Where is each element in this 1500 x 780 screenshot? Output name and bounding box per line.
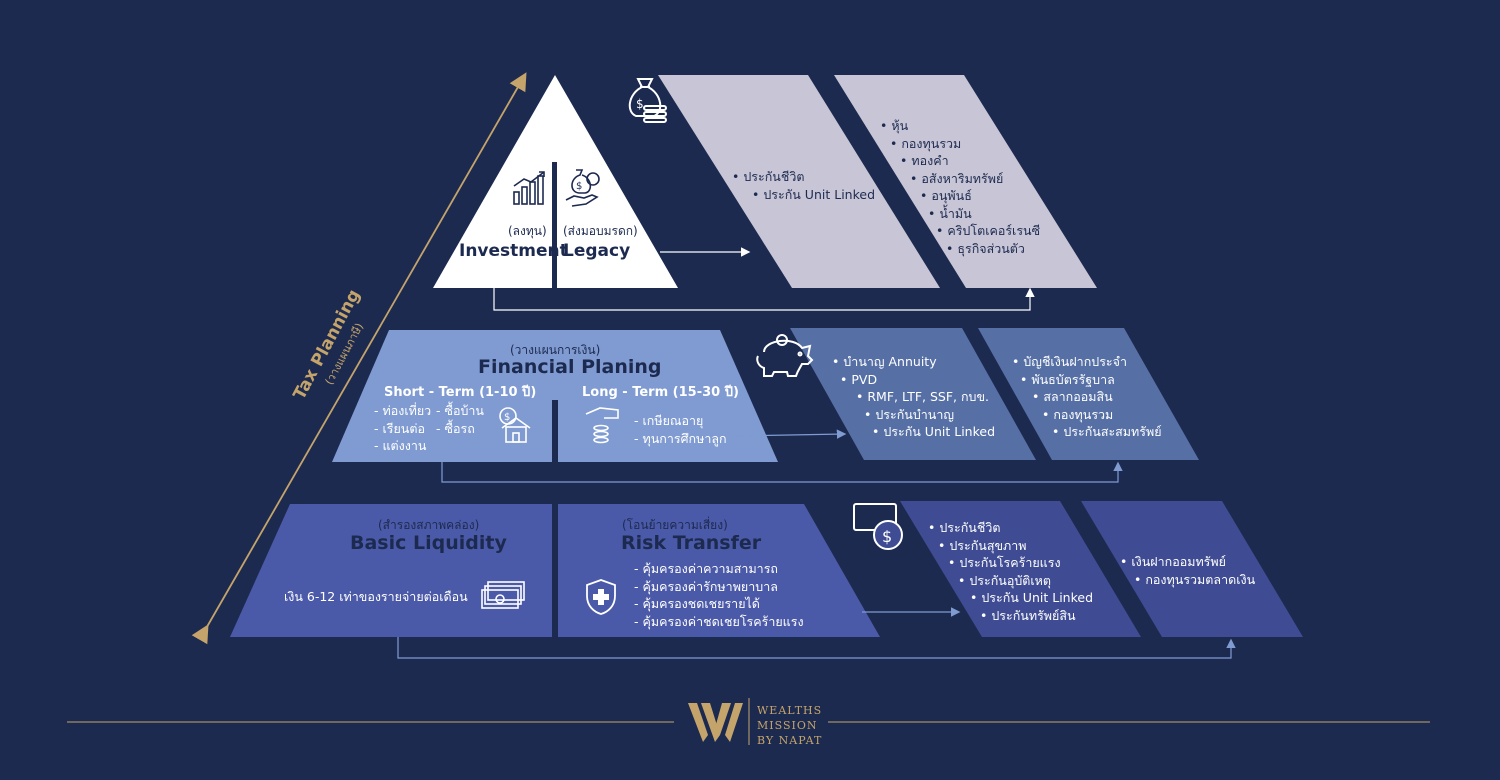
short-term-list-col2: ซื้อบ้าน ซื้อรถ: [436, 402, 484, 437]
risk-transfer-list: คุ้มครองค่าความสามารถ คุ้มครองค่ารักษาพย…: [634, 560, 804, 631]
list-item: ประกันชีวิต: [928, 519, 1093, 537]
list-item: ซื้อรถ: [436, 420, 484, 438]
shield-plus-icon: [586, 579, 616, 615]
middle-panel-2-list: บัญชีเงินฝากประจำ พันธบัตรรัฐบาล สลากออม…: [1012, 353, 1162, 441]
coin-stack-hand-icon: [585, 407, 619, 444]
money-coin-icon: $: [853, 503, 903, 550]
list-item: บำนาญ Annuity: [832, 353, 995, 371]
investment-title: Investment: [459, 241, 568, 261]
list-item: ประกัน Unit Linked: [832, 423, 995, 441]
top-loop-arrow: [493, 287, 1035, 311]
list-item: อนุพันธ์: [880, 187, 1040, 205]
bottom-panel-2-list: เงินฝากออมทรัพย์ กองทุนรวมตลาดเงิน: [1120, 553, 1255, 588]
logo-line-3: BY NAPAT: [757, 734, 823, 747]
list-item: ประกันบำนาญ: [832, 406, 995, 424]
list-item: คุ้มครองค่ารักษาพยาบาล: [634, 578, 804, 596]
list-item: ธุรกิจส่วนตัว: [880, 240, 1040, 258]
svg-text:$: $: [882, 527, 892, 546]
long-term-list: เกษียณอายุ ทุนการศึกษาลูก: [634, 412, 727, 448]
list-item: ประกันโรคร้ายแรง: [928, 554, 1093, 572]
bottom-loop-arrow: [397, 637, 1236, 659]
list-item: เรียนต่อ: [374, 420, 431, 438]
list-item: กองทุนรวมตลาดเงิน: [1120, 571, 1255, 589]
list-item: ประกันทรัพย์สิน: [928, 607, 1093, 625]
list-item: ซื้อบ้าน: [436, 402, 484, 420]
svg-text:$: $: [504, 412, 510, 423]
legacy-title: Legacy: [563, 241, 631, 261]
piggy-bank-icon: [756, 334, 814, 377]
house-money-icon: $: [499, 407, 531, 443]
top-panel-2-list: หุ้น กองทุนรวม ทองคำ อสังหาริมทรัพย์ อนุ…: [880, 117, 1040, 257]
list-item: ประกันสุขภาพ: [928, 537, 1093, 555]
top-panel-1-list: ประกันชีวิต ประกัน Unit Linked: [732, 168, 875, 203]
logo-wordmark: WEALTHS MISSION BY NAPAT: [757, 703, 822, 748]
list-item: คุ้มครองค่าความสามารถ: [634, 560, 804, 578]
list-item: ทองคำ: [880, 152, 1040, 170]
financial-planning-title: Financial Planing: [478, 356, 662, 378]
list-item: คุ้มครองชดเชยรายได้: [634, 595, 804, 613]
logo-line-2: MISSION: [757, 719, 818, 732]
list-item: พันธบัตรรัฐบาล: [1012, 371, 1162, 389]
svg-text:$: $: [576, 181, 582, 192]
middle-divider: [552, 400, 558, 462]
middle-loop-arrow: [441, 461, 1123, 483]
list-item: เงินฝากออมทรัพย์: [1120, 553, 1255, 571]
cash-bills-icon: [481, 581, 525, 609]
liquidity-title: Basic Liquidity: [350, 532, 507, 554]
list-item: น้ำมัน: [880, 205, 1040, 223]
tax-planning-arrow: [191, 72, 527, 645]
list-item: ประกันชีวิต: [732, 168, 875, 186]
middle-panel-1-list: บำนาญ Annuity PVD RMF, LTF, SSF, กบข. ปร…: [832, 353, 995, 441]
list-item: PVD: [832, 371, 995, 389]
list-item: RMF, LTF, SSF, กบข.: [832, 388, 995, 406]
list-item: อสังหาริมทรัพย์: [880, 170, 1040, 188]
list-item: หุ้น: [880, 117, 1040, 135]
money-bag-icon: $: [628, 78, 667, 123]
liquidity-description: เงิน 6-12 เท่าของรายจ่ายต่อเดือน: [284, 589, 468, 604]
list-item: คุ้มครองค่าชดเชยโรคร้ายแรง: [634, 613, 803, 631]
list-item: เกษียณอายุ: [634, 412, 727, 430]
list-item: ประกันสะสมทรัพย์: [1012, 423, 1161, 441]
investment-th-label: (ลงทุน): [508, 224, 547, 238]
list-item: สลากออมสิน: [1012, 388, 1162, 406]
list-item: ประกันอุบัติเหตุ: [928, 572, 1093, 590]
logo-line-1: WEALTHS: [757, 704, 823, 717]
bottom-panel-1-list: ประกันชีวิต ประกันสุขภาพ ประกันโรคร้ายแร…: [928, 519, 1093, 624]
list-item: คริปโตเคอร์เรนซี: [880, 222, 1040, 240]
svg-text:$: $: [636, 97, 644, 111]
list-item: ประกัน Unit Linked: [732, 186, 875, 204]
bottom-divider: [552, 504, 558, 637]
short-term-title: Short - Term (1-10 ปี): [384, 385, 537, 400]
growth-chart-icon: [513, 171, 545, 205]
list-item: กองทุนรวม: [1012, 406, 1162, 424]
long-term-title: Long - Term (15-30 ปี): [582, 385, 739, 400]
list-item: บัญชีเงินฝากประจำ: [1012, 353, 1162, 371]
risk-transfer-th-label: (โอนย้ายความเสี่ยง): [622, 518, 728, 532]
middle-connector-arrow: [731, 429, 847, 439]
risk-transfer-title: Risk Transfer: [621, 532, 762, 554]
list-item: ทุนการศึกษาลูก: [634, 430, 726, 448]
short-term-list-col1: ท่องเที่ยว เรียนต่อ แต่งงาน: [374, 402, 431, 455]
top-divider: [552, 162, 557, 288]
list-item: ประกัน Unit Linked: [928, 589, 1093, 607]
financial-planning-th-label: (วางแผนการเงิน): [510, 343, 601, 357]
money-hand-icon: $: [565, 169, 600, 207]
list-item: ท่องเที่ยว: [374, 402, 431, 420]
logo-mark-icon: [688, 703, 743, 742]
list-item: แต่งงาน: [374, 437, 431, 455]
liquidity-th-label: (สำรองสภาพคล่อง): [378, 518, 480, 532]
legacy-th-label: (ส่งมอบมรดก): [563, 224, 638, 238]
list-item: กองทุนรวม: [880, 135, 1040, 153]
